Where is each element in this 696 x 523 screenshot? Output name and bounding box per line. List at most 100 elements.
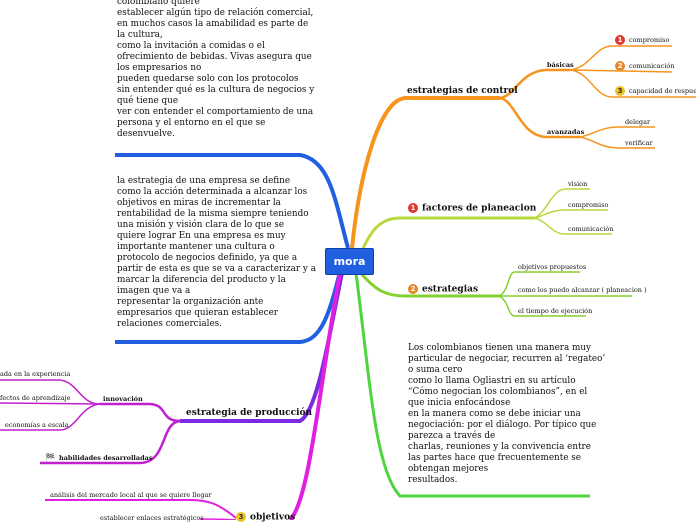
node-enlaces-estrategicos[interactable]: establecer enlaces estratégicos: [100, 514, 204, 522]
paragraph-line: colombiano quiere: [117, 0, 200, 7]
node-factores-planeacion[interactable]: 1 factores de planeacion: [408, 203, 536, 214]
connector-innovacion-3: [0, 403, 101, 431]
root-node-mora[interactable]: mora: [325, 248, 374, 275]
node-estrategias-control[interactable]: estrategias de control: [407, 86, 518, 96]
node-experiencia[interactable]: ada en la experiencia: [0, 370, 71, 378]
connector-avanzadas: [499, 96, 580, 139]
priority-2-icon: 2: [615, 61, 625, 71]
paragraph-line: o suma cero: [408, 365, 463, 375]
connector-innovacion-2: [0, 402, 101, 405]
node-compromiso-factores[interactable]: compromiso: [568, 201, 609, 209]
connector-basicas: [499, 68, 570, 100]
paragraph-line: ver con entender el comportamiento de un…: [117, 107, 314, 117]
node-comunicacion-factores[interactable]: comunicación: [568, 225, 614, 233]
paragraph-line: resultados.: [408, 475, 458, 485]
node-verificar[interactable]: verificar: [625, 139, 653, 147]
node-habilidades[interactable]: 🏁habilidades desarrolladas: [45, 452, 153, 462]
paragraph-line: marcar la diferencia del producto y la: [117, 275, 286, 285]
paragraph-line: obtengan mejores: [408, 464, 489, 474]
paragraph-line: importante mantener una cultura o: [117, 242, 275, 252]
node-factores-label: factores de planeacion: [422, 203, 537, 214]
paragraph-line: particular de negociar, recurren al ‘reg…: [408, 354, 606, 364]
connector-objetivos: [288, 272, 342, 520]
node-tiempo-ejecucion[interactable]: el tiempo de ejecución: [518, 307, 593, 315]
connector-basicas-2: [569, 69, 673, 73]
node-compromiso[interactable]: 1 compromiso: [615, 35, 669, 45]
checkered-flag-icon: 🏁: [45, 452, 55, 462]
connector-estrategias-control: [350, 96, 500, 249]
priority-1-icon: 1: [615, 35, 625, 45]
paragraph-line: rentabilidad de la misma siempre teniend…: [117, 209, 309, 219]
paragraph-line: negociación: por el diálogo. Por típico …: [408, 420, 597, 430]
node-vision[interactable]: vision: [568, 180, 588, 188]
node-avanzadas[interactable]: avanzadas: [547, 128, 585, 136]
connector-comunicacion-2: [534, 217, 612, 235]
paragraph-line: partir de esta es que se va a caracteriz…: [117, 264, 316, 274]
node-objetivos-propuestos[interactable]: objetivos propuestos: [518, 263, 587, 271]
connector-vision: [534, 188, 590, 219]
paragraph-line: ofrecimiento de bebidas. Vivas asegura q…: [117, 52, 312, 62]
node-innovacion[interactable]: innovación: [103, 395, 143, 403]
paragraph-line: desenvuelve.: [117, 129, 175, 139]
connector-basicas-1: [569, 45, 672, 71]
paragraph-line: charlas, reuniones y la convivencia entr…: [408, 442, 591, 452]
connector-factores: [356, 216, 535, 261]
priority-1-icon: 1: [408, 203, 418, 213]
paragraph-line: como la invitación a comidas o el: [117, 41, 265, 51]
paragraph-line: objetivos en miras de incrementar la: [117, 198, 281, 208]
node-objetivos-label: objetivos: [250, 512, 296, 523]
paragraph-line: qué tiene que: [117, 96, 179, 106]
connector-estrategias: [356, 269, 500, 298]
priority-2-icon: 2: [408, 284, 418, 294]
node-como-alcanzar[interactable]: como los puedo alcanzar ( planeacion ): [518, 286, 647, 294]
connector-delegar: [579, 126, 655, 138]
connector-top-paragraph: [115, 153, 350, 249]
connector-colombian-paragraph: [354, 272, 590, 498]
connector-tiempo-ejecucion: [499, 295, 586, 317]
connector-innovacion: [100, 402, 181, 423]
paragraph-line: los empresarios no: [117, 63, 202, 73]
paragraph-line: pueden quedarse solo con los protocolos: [117, 74, 299, 84]
paragraph-line: establecer algún tipo de relación comerc…: [117, 8, 314, 18]
node-estrategias-label: estrategias: [422, 284, 479, 295]
paragraph-line: en la manera como se debe iniciar una: [408, 409, 581, 419]
paragraph-line: relaciones comerciales.: [117, 319, 222, 329]
paragraph-line: persona y el entorno en el que se: [117, 118, 266, 128]
node-habilidades-label: habilidades desarrolladas: [58, 454, 153, 462]
connector-compromiso-2: [534, 209, 608, 219]
priority-3-icon: 3: [236, 512, 246, 522]
node-estrategia-produccion[interactable]: estrategia de producción: [186, 408, 313, 418]
connector-basicas-3: [569, 69, 696, 98]
node-aprendizaje[interactable]: fectos de aprendizaje: [0, 394, 71, 402]
paragraph-line: la estrategia de una empresa se define: [117, 176, 291, 186]
connector-habilidades: [40, 419, 181, 465]
node-basicas[interactable]: básicas: [547, 61, 574, 69]
paragraph-line: una misión y visión clara de lo que se: [117, 220, 285, 230]
node-delegar[interactable]: delegar: [625, 118, 651, 126]
node-analisis-mercado[interactable]: análisis del mercado local al que se qui…: [50, 491, 212, 499]
paragraph-line: quiere lograr En una empresa es muy: [117, 231, 286, 241]
node-comunicacion-label: comunicación: [629, 62, 675, 70]
paragraph-line: como la acción determinada a alcanzar lo…: [117, 187, 308, 197]
connector-objetivos-sub: [45, 499, 237, 519]
paragraph-line: protocolo de negocios definido, ya que a: [117, 253, 298, 263]
node-comunicacion[interactable]: 2 comunicación: [615, 61, 675, 71]
paragraph-line: la cultura,: [117, 30, 163, 40]
paragraph-line: empresarios que quieran establecer: [117, 308, 278, 318]
paragraph-line: parezca a través de: [408, 431, 496, 441]
paragraph-line: las partes hace que frecuentemente se: [408, 453, 581, 463]
node-estrategias[interactable]: 2 estrategias: [408, 284, 478, 295]
node-economias-escala[interactable]: economías a escala: [5, 421, 69, 429]
paragraph-line: en muchos casos la amabilidad es parte d…: [117, 19, 309, 29]
paragraph-line: que inicia enfocándose: [408, 398, 511, 408]
node-objetivos[interactable]: 3 objetivos: [236, 512, 295, 523]
paragraph-line: “Cómo negocian los colombianos”, en el: [408, 387, 588, 397]
priority-3-icon: 3: [615, 86, 625, 96]
node-compromiso-label: compromiso: [629, 36, 670, 44]
paragraph-line: Los colombianos tienen una manera muy: [408, 343, 592, 353]
paragraph-line: como lo llama Ogliastri en su artículo: [408, 376, 576, 386]
connector-objetivos-propuestos: [499, 271, 580, 297]
